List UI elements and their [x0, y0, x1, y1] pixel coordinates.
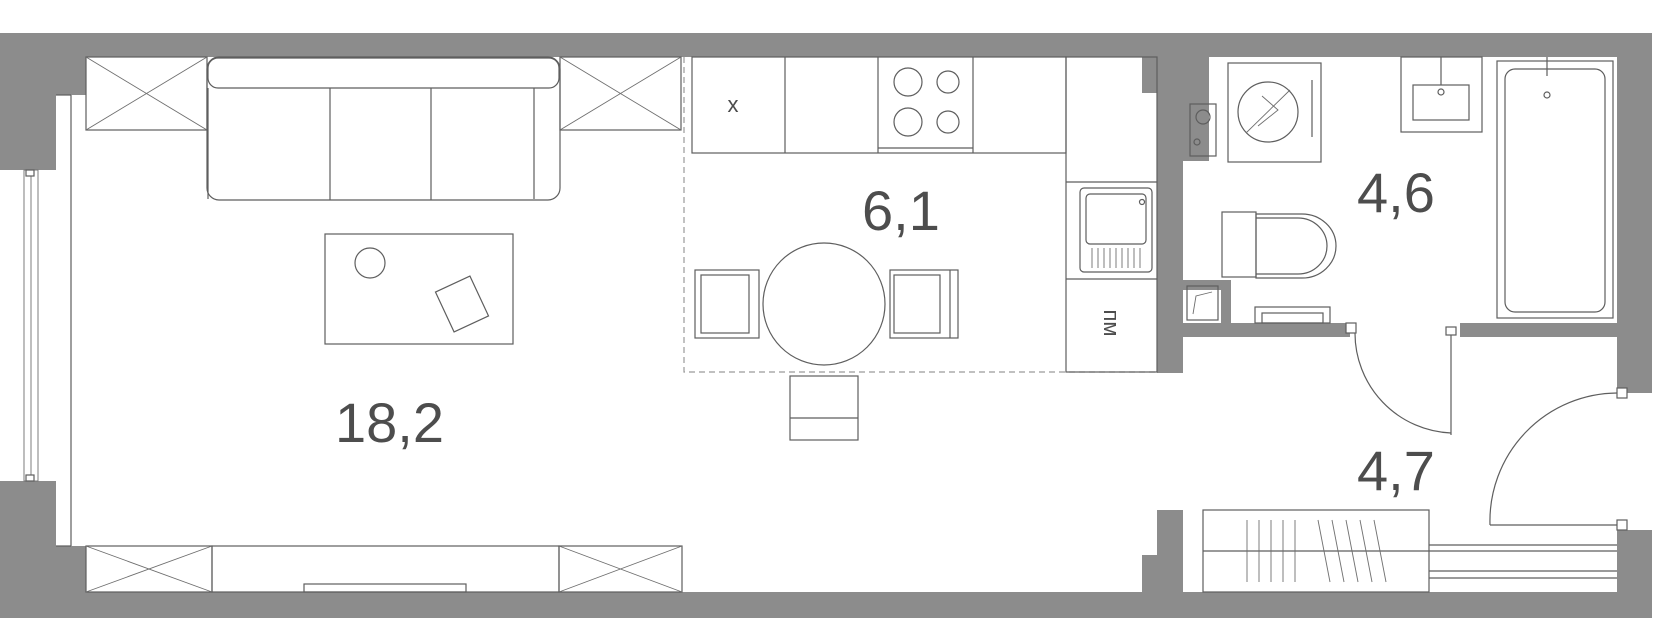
stove-icon — [893, 67, 960, 137]
walls — [0, 33, 1652, 618]
room-area-bathroom: 4,6 — [1357, 161, 1435, 224]
room-area-living: 18,2 — [335, 391, 444, 454]
fridge-label: х — [728, 92, 739, 117]
chair-left — [694, 269, 760, 339]
wardrobe-top-left — [85, 56, 208, 131]
boiler-icon — [1227, 62, 1322, 163]
wardrobe-top-right — [559, 56, 682, 131]
bathtub-icon — [1496, 57, 1614, 319]
shaft — [1186, 103, 1219, 321]
room-area-kitchen: 6,1 — [862, 179, 940, 242]
sofa — [206, 56, 561, 201]
counter-right — [1065, 56, 1158, 373]
hallway-wardrobe — [1202, 509, 1617, 593]
toilet-icon — [1221, 211, 1337, 279]
entrance-door — [1489, 387, 1628, 531]
room-area-hallway: 4,7 — [1357, 439, 1435, 502]
desk — [324, 233, 514, 345]
chair-bottom — [789, 375, 859, 441]
washbasin-icon — [1400, 56, 1483, 133]
bathroom-door — [1345, 322, 1457, 435]
kitchen-zone — [683, 57, 1157, 373]
wardrobe-bottom-left — [85, 545, 213, 593]
dishwasher-label: пм — [1099, 309, 1124, 336]
window-left — [23, 94, 72, 547]
sink-icon — [1079, 187, 1153, 273]
chair-right — [889, 269, 959, 339]
wardrobe-bottom-right — [558, 545, 683, 593]
dining-table — [762, 242, 886, 366]
kitchen-counter: х — [691, 56, 1067, 154]
tv-console — [211, 545, 560, 593]
towel-rail — [1254, 306, 1331, 324]
